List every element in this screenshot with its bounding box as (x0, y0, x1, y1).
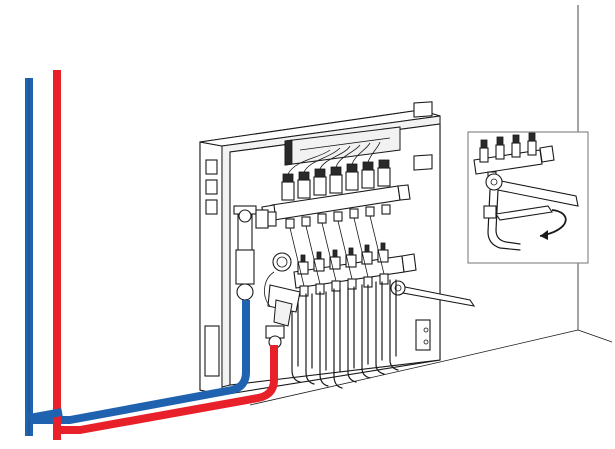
lower-manifold (293, 242, 417, 297)
supply-pipe (53, 70, 278, 440)
detail-inset (467, 131, 589, 264)
floor-loops (291, 279, 399, 389)
return-pipe (25, 78, 250, 436)
supply-fittings (233, 205, 301, 349)
wrench-icon (390, 280, 476, 307)
manifold-connectors (289, 215, 385, 287)
